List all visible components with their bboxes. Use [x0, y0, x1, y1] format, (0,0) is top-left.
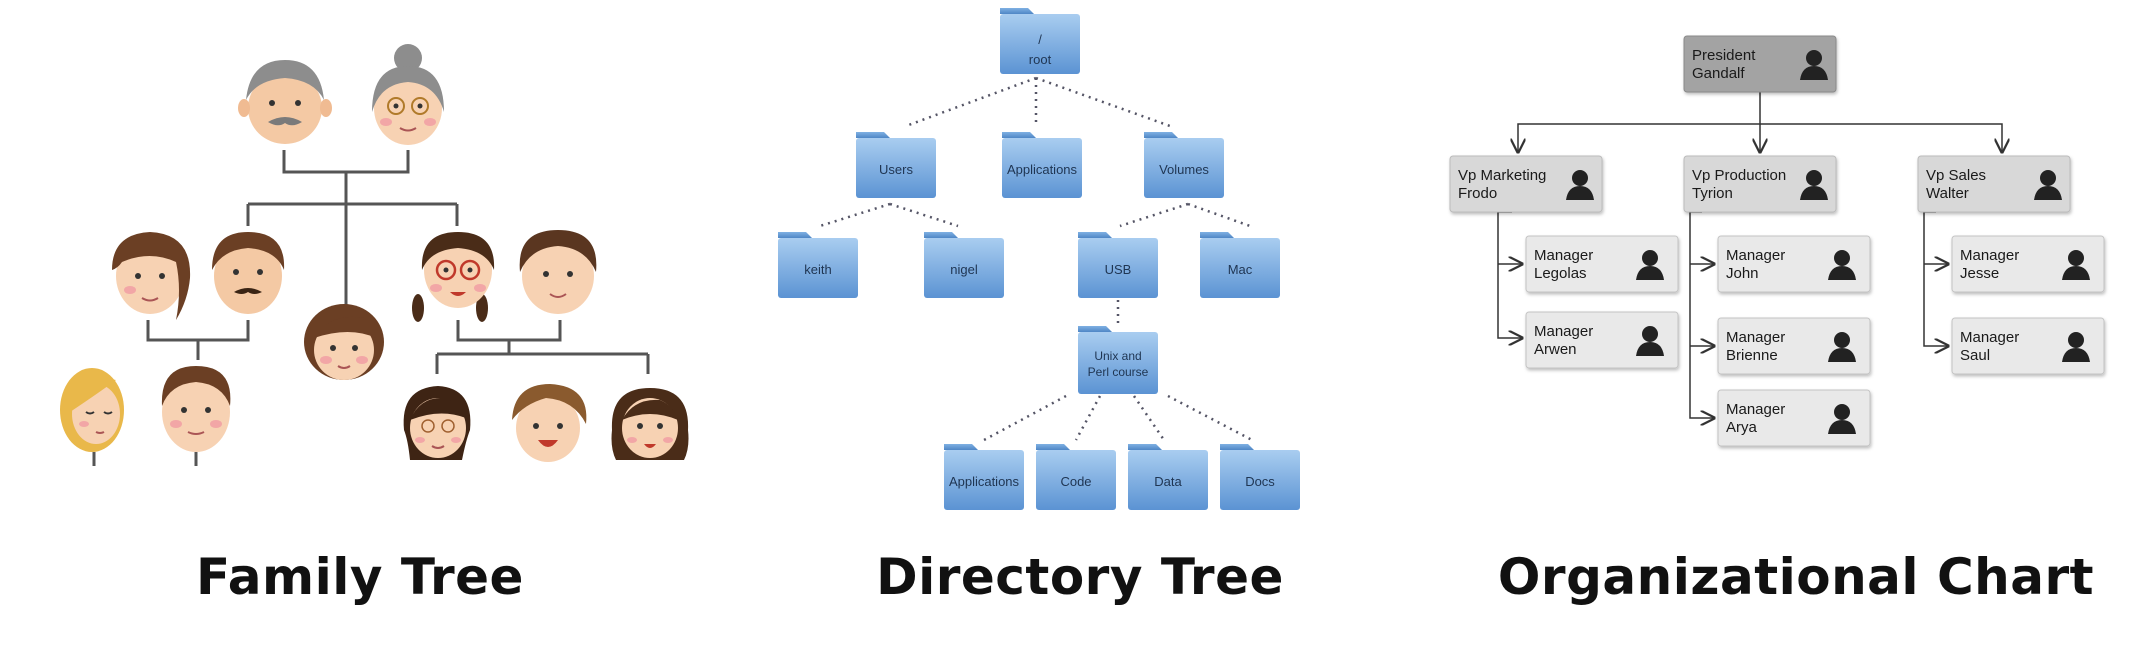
org-box-manager-brienne[interactable]: Manager Brienne [1717, 317, 1871, 375]
folder-unix-label-line2: Perl course [1088, 365, 1149, 379]
manager-name: Brienne [1726, 347, 1778, 364]
grandmother-face [372, 44, 444, 145]
org-chart-caption: Organizational Chart [1497, 548, 2095, 606]
person-icon [2034, 170, 2062, 200]
person-icon [1566, 170, 1594, 200]
person-icon [1828, 332, 1856, 362]
org-box-manager-jesse[interactable]: Manager Jesse [1951, 235, 2105, 293]
folder-applications-sub-label: Applications [949, 474, 1020, 489]
person-icon [2062, 332, 2090, 362]
person-icon [1636, 250, 1664, 280]
folder-root-slash-label: / [1038, 32, 1042, 47]
vp-production-title: Vp Production [1692, 167, 1786, 184]
folder-root[interactable]: / root [1000, 8, 1080, 74]
president-name: Gandalf [1692, 65, 1745, 82]
org-box-vp-marketing[interactable]: Vp Marketing Frodo [1449, 155, 1603, 213]
folder-nigel[interactable]: nigel [924, 232, 1004, 298]
org-chart-panel: President Gandalf Vp Marketing Frodo Vp … [1440, 0, 2152, 666]
folder-keith[interactable]: keith [778, 232, 858, 298]
folder-applications[interactable]: Applications [1002, 132, 1082, 198]
person-icon [2062, 250, 2090, 280]
mother-face [112, 232, 191, 320]
manager-title: Manager [1726, 247, 1785, 264]
folder-docs[interactable]: Docs [1220, 444, 1300, 510]
directory-tree-caption: Directory Tree [876, 548, 1284, 606]
folder-unix-label-line1: Unix and [1094, 349, 1141, 363]
manager-title: Manager [1726, 401, 1785, 418]
manager-name: Legolas [1534, 265, 1587, 282]
manager-title: Manager [1960, 329, 2019, 346]
folder-unix-perl[interactable]: Unix and Perl course [1078, 326, 1158, 394]
family-tree-diagram [60, 44, 689, 466]
manager-name: John [1726, 265, 1759, 282]
org-box-vp-sales[interactable]: Vp Sales Walter [1917, 155, 2071, 213]
directory-tree-diagram: / root Users Applications Volumes keith … [778, 8, 1300, 510]
child-two-face [512, 384, 587, 462]
org-box-manager-arya[interactable]: Manager Arya [1717, 389, 1871, 447]
folder-usb-label: USB [1105, 262, 1132, 277]
folder-applications-label: Applications [1007, 162, 1078, 177]
folder-users-label: Users [879, 162, 913, 177]
org-chart-diagram: President Gandalf Vp Marketing Frodo Vp … [1449, 35, 2105, 447]
folder-applications-sub[interactable]: Applications [944, 444, 1024, 510]
blonde-girl-face [60, 368, 124, 452]
glasses-girl-face [412, 232, 495, 322]
boy-face [161, 366, 231, 452]
father-face [212, 232, 285, 314]
org-box-manager-john[interactable]: Manager John [1717, 235, 1871, 293]
child-one-face [403, 386, 471, 460]
folder-data-label: Data [1154, 474, 1182, 489]
uncle-face [519, 230, 597, 314]
family-tree-panel: Family Tree [0, 0, 720, 666]
folder-volumes-label: Volumes [1159, 162, 1209, 177]
folder-volumes[interactable]: Volumes [1144, 132, 1224, 198]
manager-title: Manager [1534, 247, 1593, 264]
directory-connectors [819, 76, 1253, 442]
folder-root-label: root [1029, 52, 1052, 67]
folder-data[interactable]: Data [1128, 444, 1208, 510]
vp-sales-title: Vp Sales [1926, 167, 1986, 184]
person-icon [1828, 250, 1856, 280]
folder-users[interactable]: Users [856, 132, 936, 198]
vp-marketing-name: Frodo [1458, 185, 1497, 202]
folder-code[interactable]: Code [1036, 444, 1116, 510]
manager-name: Saul [1960, 347, 1990, 364]
family-tree-caption: Family Tree [196, 548, 524, 606]
manager-name: Arwen [1534, 341, 1577, 358]
org-box-manager-legolas[interactable]: Manager Legolas [1525, 235, 1679, 293]
folder-mac-label: Mac [1228, 262, 1253, 277]
folder-keith-label: keith [804, 262, 831, 277]
person-icon [1800, 50, 1828, 80]
org-box-manager-saul[interactable]: Manager Saul [1951, 317, 2105, 375]
aunt-face [304, 304, 384, 380]
person-icon [1800, 170, 1828, 200]
folder-docs-label: Docs [1245, 474, 1275, 489]
directory-tree-panel: / root Users Applications Volumes keith … [720, 0, 1440, 666]
president-title: President [1692, 47, 1756, 64]
org-box-vp-production[interactable]: Vp Production Tyrion [1683, 155, 1837, 213]
folder-code-label: Code [1060, 474, 1091, 489]
org-box-manager-arwen[interactable]: Manager Arwen [1525, 311, 1679, 369]
manager-title: Manager [1960, 247, 2019, 264]
manager-name: Arya [1726, 419, 1758, 436]
person-icon [1636, 326, 1664, 356]
person-icon [1828, 404, 1856, 434]
family-tree-connectors [92, 150, 650, 466]
manager-title: Manager [1534, 323, 1593, 340]
vp-sales-name: Walter [1926, 185, 1969, 202]
child-three-face [611, 388, 689, 460]
manager-title: Manager [1726, 329, 1785, 346]
folder-usb[interactable]: USB [1078, 232, 1158, 298]
vp-production-name: Tyrion [1692, 185, 1733, 202]
grandfather-face [238, 60, 332, 144]
folder-nigel-label: nigel [950, 262, 978, 277]
folder-mac[interactable]: Mac [1200, 232, 1280, 298]
manager-name: Jesse [1960, 265, 1999, 282]
org-box-president[interactable]: President Gandalf [1683, 35, 1837, 93]
vp-marketing-title: Vp Marketing [1458, 167, 1546, 184]
